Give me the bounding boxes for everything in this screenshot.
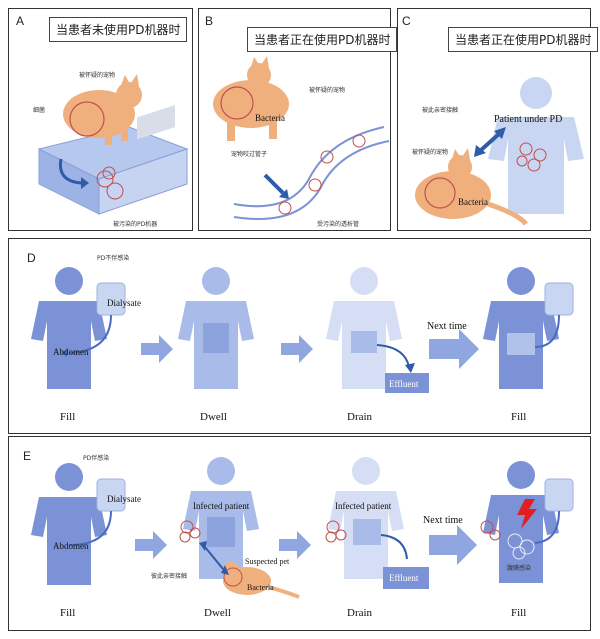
bacteria-ring bbox=[69, 101, 105, 137]
panel-a-pet-label: 被怀疑的宠物 bbox=[79, 72, 116, 79]
panel-d-dialysate: Dialysate bbox=[107, 298, 141, 308]
cat-body bbox=[63, 90, 135, 138]
cat-body bbox=[213, 80, 289, 128]
lightning-icon bbox=[517, 499, 537, 529]
panel-d-effluent: Effluent bbox=[389, 379, 419, 389]
panel-d-stage-3: Drain bbox=[347, 411, 373, 423]
panel-b-arrow-label: 宠物咬过管子 bbox=[231, 151, 268, 158]
panel-c: C 当患者正在使用PD机器时 被此亲密接触 Patient under PD 被… bbox=[397, 8, 599, 231]
panel-e-illustration bbox=[31, 457, 574, 599]
panel-c-patient: Patient under PD bbox=[494, 114, 563, 125]
panel-e-letter: E bbox=[23, 449, 32, 463]
panel-e-stage-3: Drain bbox=[347, 607, 373, 619]
panel-a: A 当患者未使用PD机器时 被怀疑的宠物 细菌 被污染的PD机器 bbox=[8, 8, 193, 231]
cat-head bbox=[116, 82, 142, 108]
panel-b-bacteria: Bacteria bbox=[255, 113, 285, 123]
panel-d-stage-2: Dwell bbox=[200, 411, 227, 423]
cat-head bbox=[247, 63, 271, 87]
panel-d: D PD不伴感染 Dialysate Abdomen Effluent Nex bbox=[8, 238, 591, 434]
panel-e: E PD伴感染 bbox=[8, 436, 591, 631]
panel-c-pet-label: 被怀疑的宠物 bbox=[412, 149, 449, 156]
panel-d-next-time: Next time bbox=[427, 321, 467, 332]
panel-a-hair-label: 细菌 bbox=[33, 107, 46, 114]
panel-e-dialysate: Dialysate bbox=[107, 494, 141, 504]
panel-e-subtitle: PD伴感染 bbox=[83, 455, 110, 462]
panel-a-letter: A bbox=[16, 14, 25, 28]
panel-d-stage-1: Fill bbox=[60, 411, 76, 423]
panel-e-bacteria: Bacteria bbox=[247, 583, 274, 592]
patient-head bbox=[520, 77, 552, 109]
panel-c-contact-label: 被此亲密接触 bbox=[422, 107, 459, 114]
panel-e-peritonitis: 腹膜感染 bbox=[507, 565, 532, 572]
panel-c-bacteria: Bacteria bbox=[458, 197, 488, 207]
panel-e-suspected-pet: Suspected pet bbox=[245, 557, 290, 566]
panel-d-illustration bbox=[31, 267, 574, 393]
panel-b-title: 当患者正在使用PD机器时 bbox=[247, 27, 398, 52]
panel-c-illustration bbox=[415, 77, 584, 226]
panel-e-effluent: Effluent bbox=[389, 573, 419, 583]
panel-c-title: 当患者正在使用PD机器时 bbox=[448, 27, 599, 52]
panel-c-letter: C bbox=[402, 14, 411, 28]
panel-e-stage-2: Dwell bbox=[204, 607, 231, 619]
panel-e-stage-4: Fill bbox=[511, 607, 527, 619]
panel-d-letter: D bbox=[27, 251, 36, 265]
panel-b-letter: B bbox=[205, 14, 214, 28]
panel-b-illustration bbox=[213, 56, 390, 220]
panel-b: B 当患者正在使用PD机器时 被怀疑的宠物 Bacteria 宠物咬过管子 受污… bbox=[198, 8, 398, 231]
panel-e-stage-1: Fill bbox=[60, 607, 76, 619]
panel-b-pet-label: 被怀疑的宠物 bbox=[309, 87, 346, 94]
panel-e-next-time: Next time bbox=[423, 515, 463, 526]
machine-screen bbox=[137, 105, 175, 140]
panel-a-illustration bbox=[37, 74, 189, 215]
panel-d-subtitle: PD不伴感染 bbox=[97, 255, 130, 262]
panel-d-abdomen: Abdomen bbox=[53, 347, 89, 357]
panel-e-contact-label: 彼此亲密接触 bbox=[151, 573, 188, 580]
panel-e-infected-patient-1: Infected patient bbox=[193, 501, 250, 511]
panel-a-title: 当患者未使用PD机器时 bbox=[49, 17, 188, 42]
panel-d-stage-4: Fill bbox=[511, 411, 527, 423]
panel-b-tube-label: 受污染的透析管 bbox=[317, 221, 360, 228]
panel-a-machine-label: 被污染的PD机器 bbox=[113, 221, 158, 228]
panel-e-abdomen: Abdomen bbox=[53, 541, 89, 551]
panel-e-infected-patient-2: Infected patient bbox=[335, 501, 392, 511]
